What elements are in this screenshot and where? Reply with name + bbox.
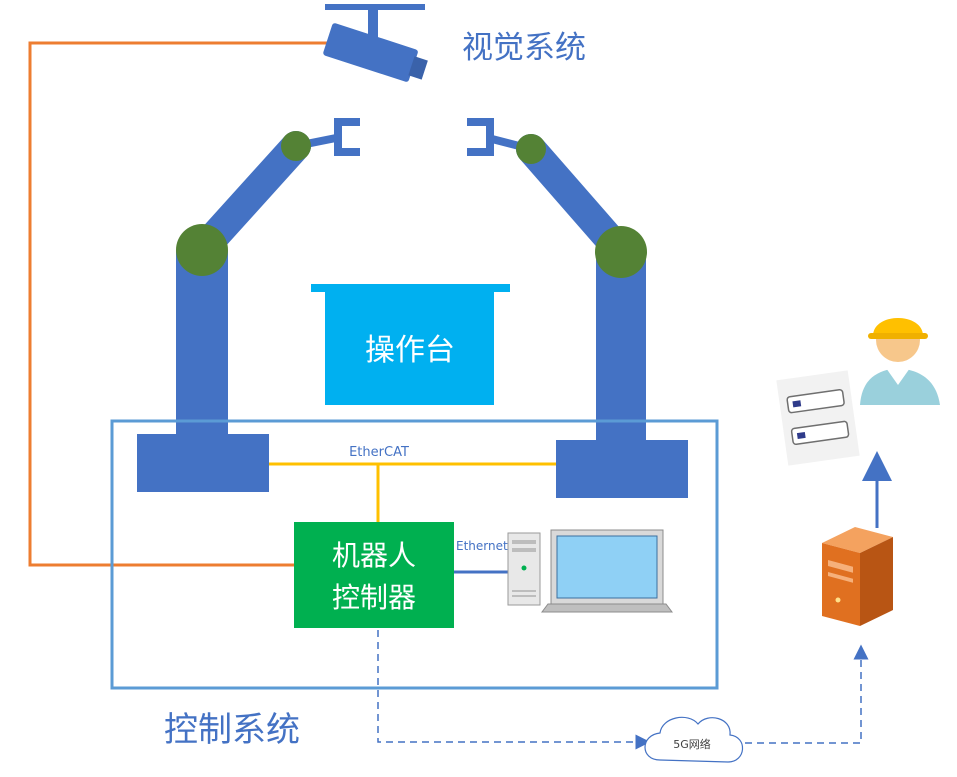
desktop-computer-icon bbox=[507, 529, 673, 613]
5g-link-dashed-line bbox=[377, 630, 651, 750]
workbench-label: 操作台 bbox=[365, 333, 455, 368]
right-wrist-joint bbox=[516, 134, 546, 164]
vision-system-label: 视觉系统 bbox=[462, 30, 586, 66]
control-system-label: 控制系统 bbox=[164, 710, 300, 750]
cloud-icon: 5G网络 bbox=[644, 716, 744, 763]
5g-network-label: 5G网络 bbox=[673, 737, 711, 751]
security-camera-icon bbox=[323, 4, 428, 82]
controller-label-line1: 机器人 bbox=[332, 539, 416, 572]
robot-controller: 机器人 控制器 bbox=[294, 522, 454, 628]
ethercat-label: EtherCAT bbox=[349, 445, 409, 460]
ethernet-label: Ethernet bbox=[456, 539, 508, 553]
right-shoulder-joint bbox=[595, 226, 647, 278]
worker-with-helmet-icon bbox=[860, 318, 940, 405]
vision-link-line bbox=[28, 41, 330, 567]
left-wrist-joint bbox=[281, 131, 311, 161]
left-robot-arm bbox=[137, 118, 360, 492]
handheld-devices-icon bbox=[776, 370, 860, 466]
left-shoulder-joint bbox=[176, 224, 228, 276]
controller-label-line2: 控制器 bbox=[332, 581, 416, 614]
control-system-frame bbox=[110, 419, 719, 690]
5g-uplink-dashed-line bbox=[733, 644, 869, 744]
server-icon bbox=[822, 527, 893, 626]
right-robot-arm bbox=[467, 118, 688, 498]
workbench: 操作台 bbox=[311, 284, 510, 405]
